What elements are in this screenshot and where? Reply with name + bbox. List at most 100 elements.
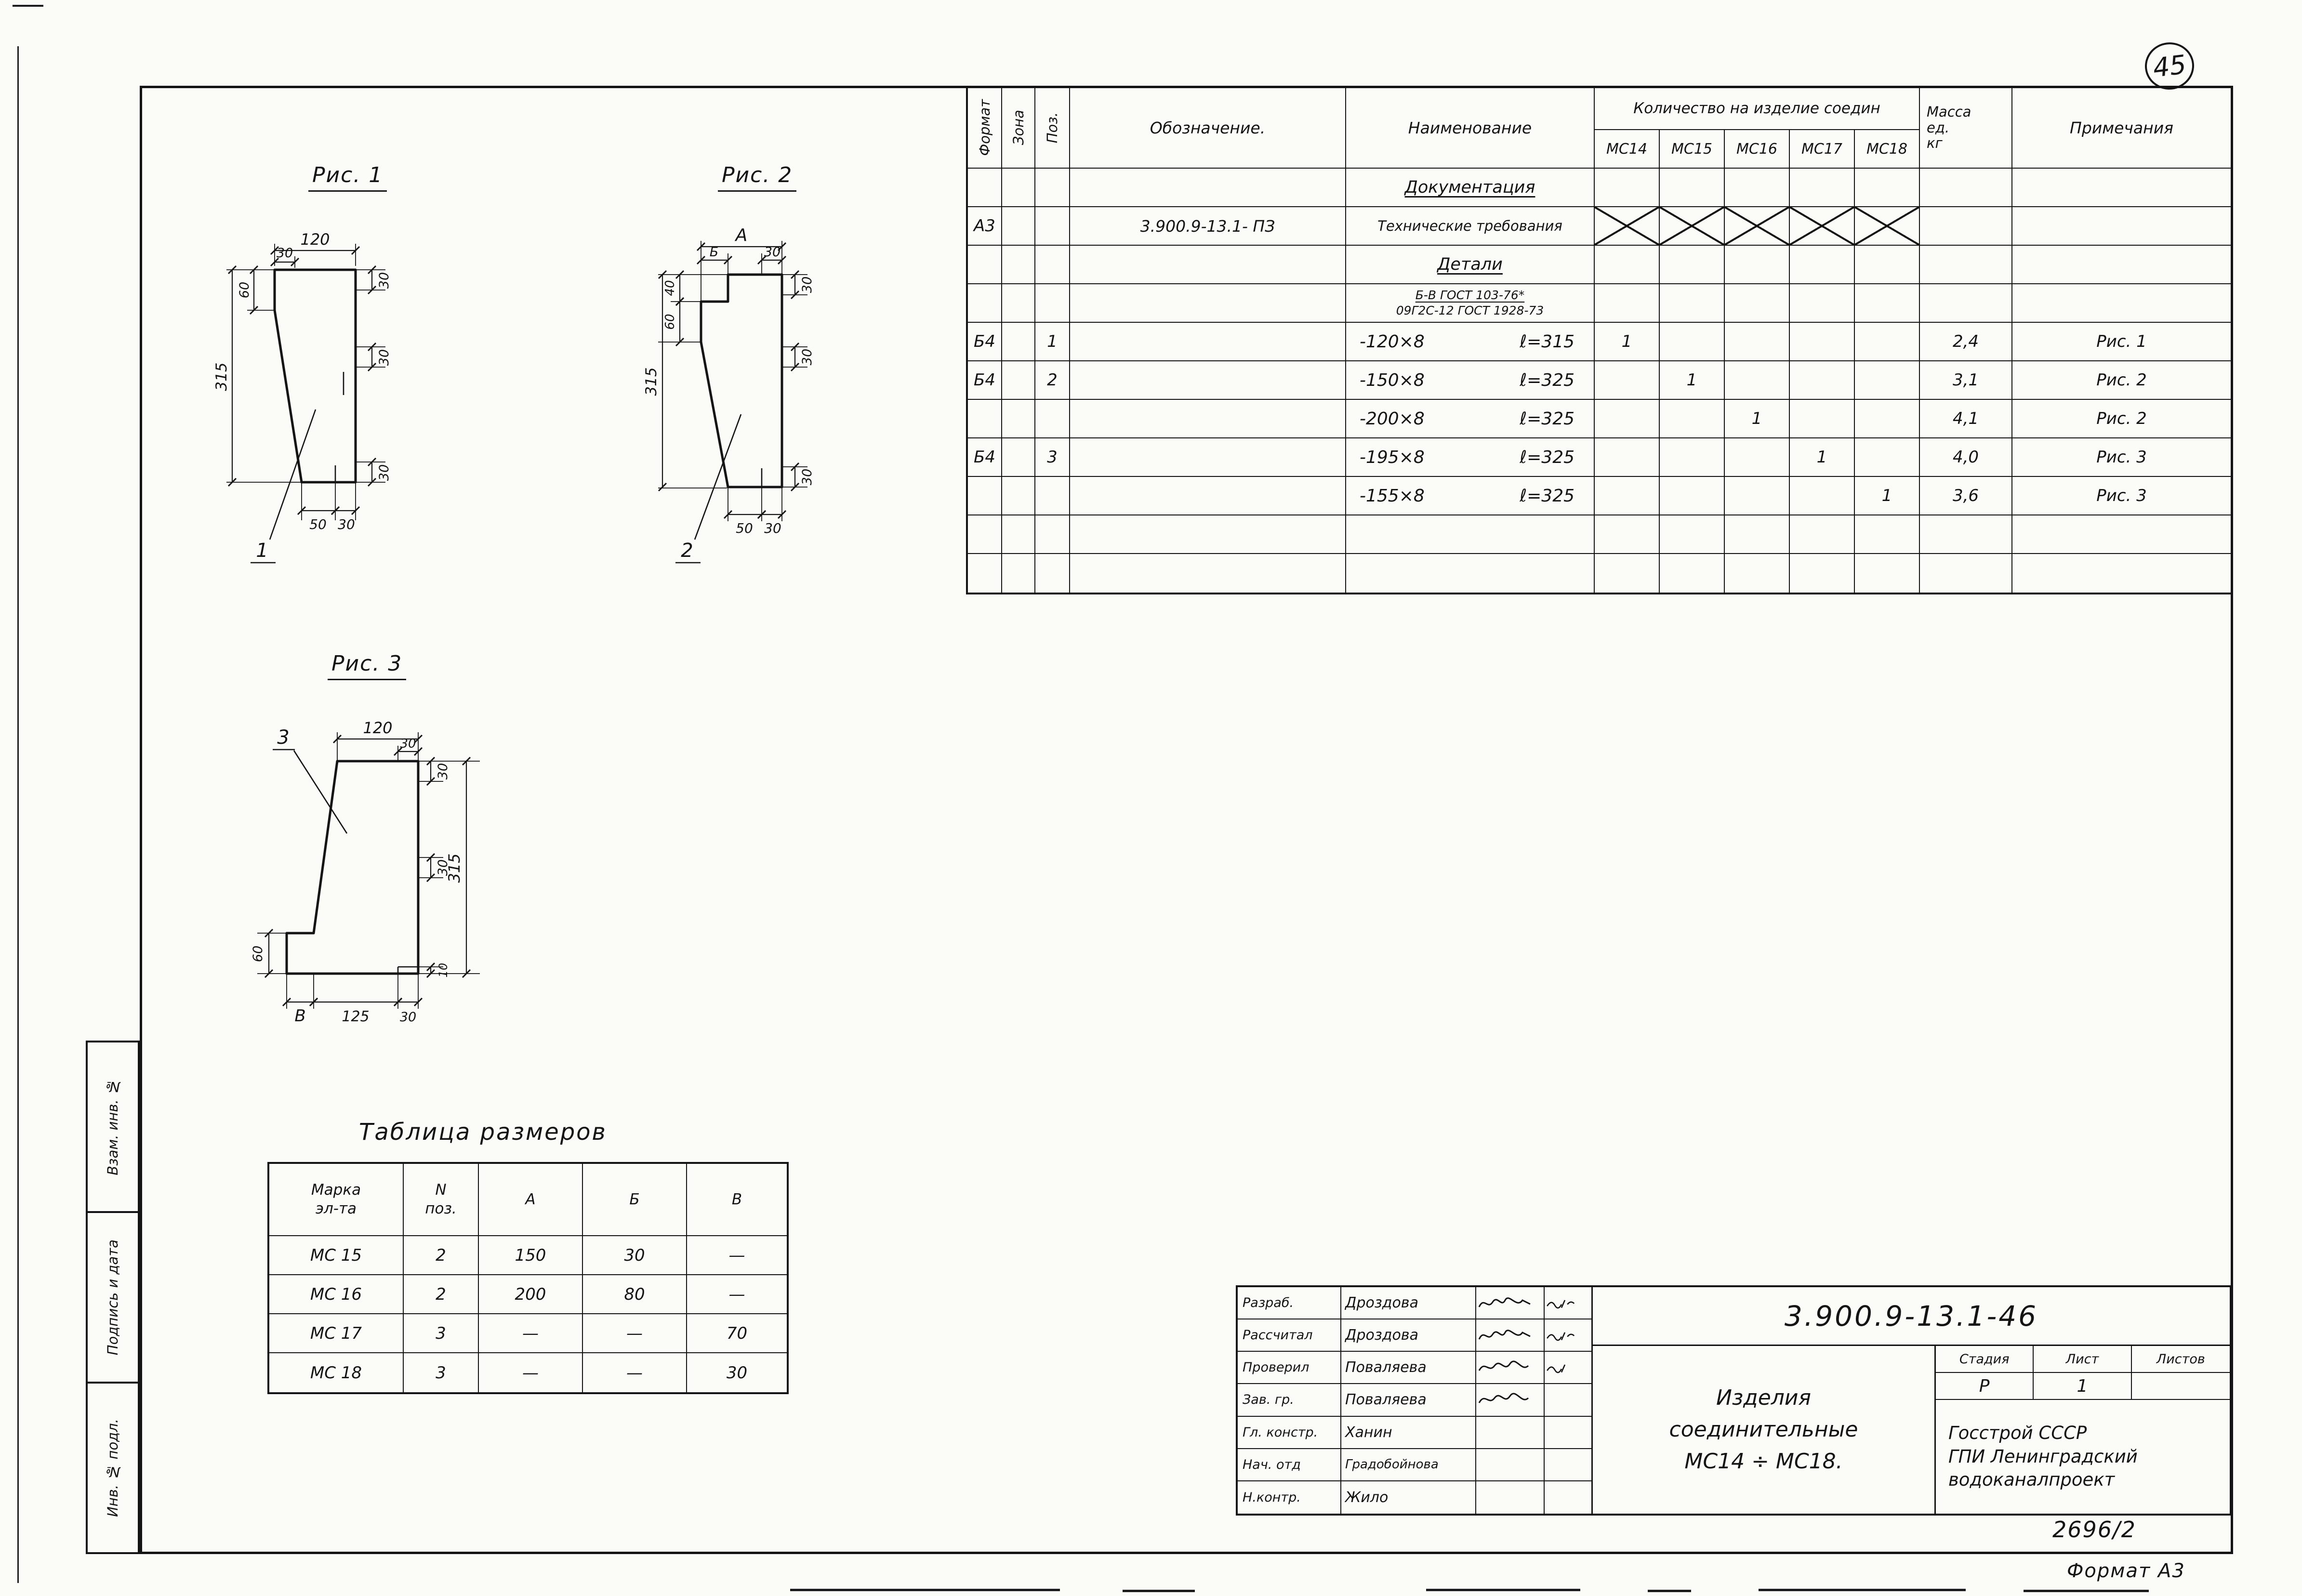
signature-cell [1476,1287,1545,1320]
cell-oboznachenie: 3.900.9-13.1- ПЗ [1070,207,1346,246]
cell-name: -120×8 ℓ=315 [1346,323,1595,361]
stage-header-row: Стадия Лист Листов [1936,1346,2230,1373]
spec-row-item: Б4 2 -150×8 ℓ=325 1 3,1 Рис. 2 [968,361,2231,400]
side-strip-cell: Инв. № подл. [88,1384,138,1552]
stage-label: Стадия [1936,1346,2034,1373]
sizes-table: Марка эл-та N поз. А Б В МС 15 2 150 30 … [267,1162,789,1394]
fig1-profile [273,268,357,484]
item-length: ℓ=325 [1520,370,1574,390]
col-header-mc16: МС16 [1725,130,1790,169]
cell-name: -195×8 ℓ=325 [1346,438,1595,477]
dim-label: 315 [643,367,660,396]
cell-format: Б4 [968,438,1002,477]
document-number: 3.900.9-13.1-46 [1593,1287,2230,1346]
fig1-notch-line [334,372,344,482]
signature-table: Разраб. Дроздова Рассчитал Дроздова Пров… [1238,1287,1593,1514]
sizes-col-b: Б [583,1164,687,1236]
figure-1-label: Рис. 1 [308,163,387,192]
dim-label: 30 [377,272,392,289]
dim-label: 60 [237,282,252,298]
cell-massa: 4,0 [1920,438,2012,477]
dim-label: 30 [400,1010,416,1025]
qty-mc17: 1 [1790,438,1855,477]
sizes-cell: 70 [687,1314,787,1353]
side-strip-cell: Подпись и дата [88,1213,138,1384]
dim-label: 60 [251,946,265,962]
dim-label: Б [710,245,719,260]
cell-note: Рис. 3 [2012,438,2231,477]
spec-row-empty [968,554,2231,593]
dim-label: 120 [300,230,330,249]
cell-note: Рис. 1 [2012,323,2231,361]
col-header-zona: Зона [1002,88,1035,169]
fig2-profile [700,273,783,488]
scan-artifact [1123,1590,1195,1592]
format-note: Формат А3 [2067,1560,2185,1582]
cell-name: -155×8 ℓ=325 [1346,477,1595,515]
cell-massa: 4,1 [1920,400,2012,438]
spec-row-section: Детали [968,246,2231,284]
col-header-mc15: МС15 [1660,130,1725,169]
spec-row-item: Б4 1 -120×8 ℓ=315 1 2,4 Рис. 1 [968,323,2231,361]
gost-note: Б-В ГОСТ 103-76* 09Г2С-12 ГОСТ 1928-73 [1346,284,1595,323]
dim-label: 50 [736,520,753,536]
archive-code: 2696/2 [2052,1517,2136,1543]
scan-artifact [1426,1589,1580,1591]
sizes-cell: — [583,1353,687,1392]
sizes-cell: МС 18 [269,1353,404,1392]
crossed-cell [1725,207,1790,246]
crossed-cell [1790,207,1855,246]
scan-artifact [790,1589,1060,1591]
crossed-cell [1595,207,1660,246]
signature-mark [1478,1393,1529,1403]
sizes-cell: — [687,1236,787,1275]
item-size: -150×8 [1360,370,1425,390]
side-strip-label: Инв. № подл. [105,1419,121,1517]
role-name: Ханин [1341,1416,1476,1449]
signature-cell [1476,1384,1545,1417]
scan-artifact [1759,1589,1966,1591]
date-mark [1547,1332,1575,1341]
dim-label: 30 [436,763,450,779]
col-header-mc17: МС17 [1790,130,1855,169]
role-label: Н.контр. [1238,1481,1341,1514]
sizes-cell: МС 16 [269,1275,404,1314]
cell-massa: 3,1 [1920,361,2012,400]
fig3-callout-leader [273,749,348,834]
date-cell [1545,1481,1593,1514]
spec-table-header: Формат Зона Поз. Обозначение. Наименован… [968,88,2231,169]
qty-mc14: 1 [1595,323,1660,361]
dim-label: А [735,225,748,245]
sizes-cell: 2 [404,1236,479,1275]
dim-label: 30 [400,737,416,751]
section-title: Детали [1346,246,1595,284]
stage-value-row: Р 1 [1936,1373,2230,1400]
cell-poz: 3 [1035,438,1070,477]
sizes-col-poz: N поз. [404,1164,479,1236]
sheets-value [2131,1373,2230,1400]
crossed-cell [1660,207,1725,246]
signature-cell [1476,1319,1545,1352]
cell-note: Рис. 3 [2012,477,2231,515]
date-cell [1545,1449,1593,1481]
sheet-label: Лист [2034,1346,2132,1373]
gost-line-2: 09Г2С-12 ГОСТ 1928-73 [1396,303,1544,317]
figure-1-drawing: 120 30 60 315 30 30 30 50 30 1 [213,230,392,564]
page-number-badge: 45 [2142,40,2197,92]
item-size: -120×8 [1360,331,1425,352]
item-size: -195×8 [1360,447,1425,467]
cell-format: Б4 [968,361,1002,400]
sizes-cell: МС 15 [269,1236,404,1275]
role-name: Поваляева [1341,1352,1476,1385]
role-name: Жило [1341,1481,1476,1514]
side-strip-label: Подпись и дата [105,1239,121,1356]
role-name: Градобойнова [1341,1449,1476,1481]
sizes-cell: 30 [726,1363,748,1383]
drawing-title: Изделия соединительные МС14 ÷ МС18. [1593,1346,1936,1514]
role-name: Дроздова [1341,1319,1476,1352]
fig2-callout-leader [675,414,742,564]
fig1-callout: 1 [256,540,268,562]
cell-name: -150×8 ℓ=325 [1346,361,1595,400]
figure-3-label: Рис. 3 [328,651,407,680]
